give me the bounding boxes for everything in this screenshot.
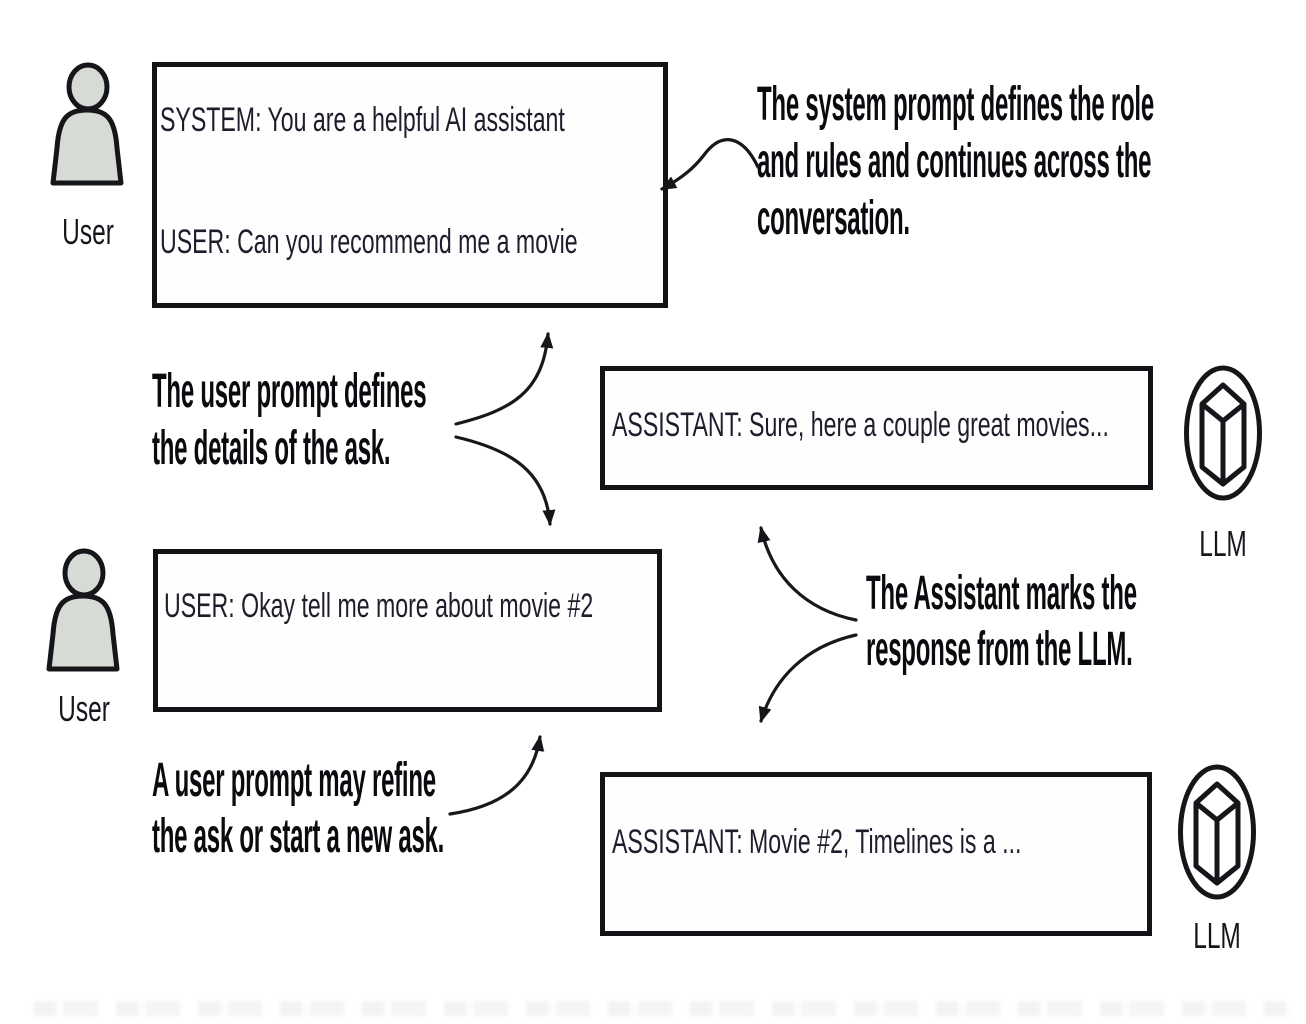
assistant-response-text-2: ASSISTANT: Movie #2, Timelines is a ... [612,823,1022,861]
user-icon [50,62,124,188]
llm-icon [1183,364,1263,502]
llm-label-2: LLM [1193,915,1241,956]
llm-icon [1177,763,1257,901]
llm-label-1: LLM [1199,523,1247,564]
user-followup-text: USER: Okay tell me more about movie #2 [164,587,594,625]
assistant-response-box-2 [600,772,1152,936]
arrow-user-prompt-down [454,435,556,526]
annotation-user-prompt: The user prompt defines the details of t… [152,365,427,475]
system-prompt-text: SYSTEM: You are a helpful AI assistant [160,101,565,139]
arrow-refine [448,735,545,816]
user-followup-box [153,549,662,712]
annotation-system-prompt: The system prompt defines the role and r… [757,78,1154,245]
user-icon [46,548,120,674]
arrow-system-prompt [660,138,760,191]
annotation-assistant-marks: The Assistant marks the response from th… [866,567,1137,676]
arrow-assistant-up [757,526,858,622]
bottom-artifact [34,1001,1290,1016]
user-label-1: User [62,211,114,252]
user-label-2: User [58,688,110,729]
assistant-response-text-1: ASSISTANT: Sure, here a couple great mov… [612,406,1109,444]
user-prompt-text: USER: Can you recommend me a movie [160,223,578,261]
arrow-user-prompt-up [454,332,554,426]
arrow-assistant-down [758,633,858,723]
assistant-response-box-1 [600,366,1153,490]
annotation-refine-ask: A user prompt may refine the ask or star… [152,754,445,863]
system-user-prompt-box [152,62,668,308]
